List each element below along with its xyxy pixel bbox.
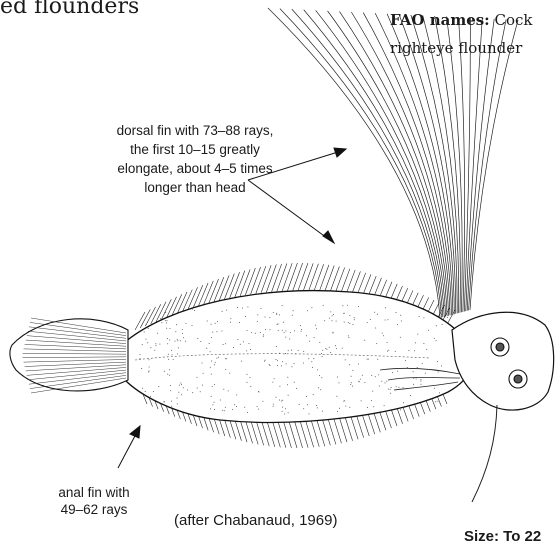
anal-annotation-line: 49–62 rays <box>40 501 148 518</box>
anal-fin-annotation: anal fin with 49–62 rays <box>40 484 148 518</box>
fish-head <box>452 312 554 410</box>
anal-annotation-line: anal fin with <box>40 484 148 501</box>
pelvic-fin-ray <box>472 405 497 502</box>
caudal-fin <box>10 319 128 391</box>
dorsal-fin-annotation: dorsal fin with 73–88 rays, the first 10… <box>90 121 300 197</box>
dorsal-annotation-line: the first 10–15 greatly <box>90 140 300 159</box>
illustration-credit: (after Chabanaud, 1969) <box>174 512 337 529</box>
dorsal-annotation-line: elongate, about 4–5 times <box>90 159 300 178</box>
size-label: Size: To 22 <box>464 528 541 545</box>
dorsal-fin-elongate-rays <box>268 8 518 318</box>
dorsal-annotation-line: longer than head <box>90 178 300 197</box>
dorsal-annotation-line: dorsal fin with 73–88 rays, <box>90 121 300 140</box>
fish-body-outline <box>125 291 473 423</box>
